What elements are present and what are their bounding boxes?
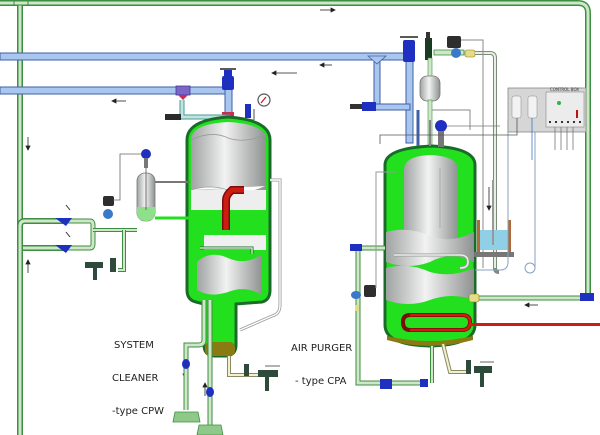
suction-line-lower [0, 85, 229, 100]
left-down-line [13, 0, 66, 251]
cleaner-level-transmitter [119, 149, 151, 168]
cleaner-gauge-glass [136, 160, 190, 222]
air-purger-label: AIR PURGER - type CPA [291, 321, 352, 398]
control-box-label: CONTROL BOX [550, 87, 580, 92]
left-up-line [17, 218, 66, 435]
strainer-valves [55, 165, 137, 280]
purger-receiver [419, 57, 471, 151]
cleaner-oil-drain [227, 356, 280, 391]
system-cleaner-vessel [185, 115, 272, 358]
control-box [379, 87, 587, 160]
air-purger-label-line1: AIR PURGER [291, 343, 353, 354]
air-purger-vessel [383, 110, 477, 348]
top-liquid-line [0, 0, 591, 298]
system-cleaner-label-line2: CLEANER [112, 373, 159, 384]
system-cleaner-label-line3: -type CPW [112, 406, 165, 417]
solenoid-valve-top [425, 32, 500, 274]
purger-gas-lines [350, 36, 418, 144]
heating-coil [400, 313, 600, 332]
purger-liquid-lines [350, 171, 594, 389]
system-cleaner-label-line1: SYSTEM [114, 340, 154, 351]
suction-line-upper [0, 52, 413, 61]
cleaner-feed-line [165, 100, 230, 120]
flow-arrow-icon [25, 7, 538, 396]
cleaner-drain-lines [172, 300, 224, 435]
purger-level-transmitter [435, 120, 500, 147]
water-bath [474, 120, 536, 274]
pressure-gauge [245, 93, 271, 121]
purger-oil-drain [441, 343, 494, 387]
cleaner-to-purger-line [239, 178, 282, 332]
air-purger-label-line2: - type CPA [295, 376, 347, 387]
system-cleaner-label: SYSTEM CLEANER -type CPW [112, 318, 164, 428]
